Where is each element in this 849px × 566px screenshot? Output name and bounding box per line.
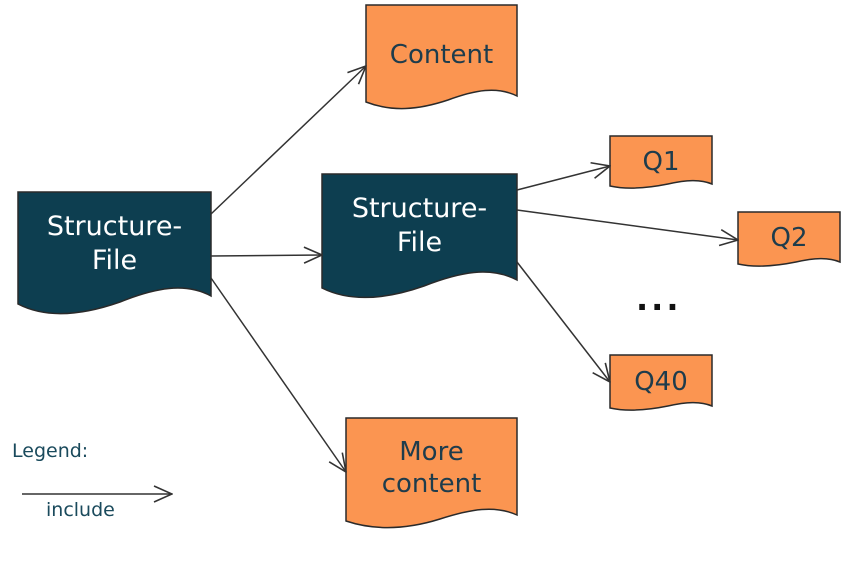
more-content-label: More content — [381, 436, 482, 500]
structure-file-child-label: Structure- File — [351, 193, 488, 258]
q2-doc-shape — [737, 211, 841, 267]
q40-doc-shape — [609, 354, 713, 411]
structure-file-main-label: Structure- File — [46, 211, 183, 276]
more-content-doc-shape — [345, 417, 518, 529]
q40-label: Q40 — [634, 366, 688, 397]
more-questions-ellipsis: ... — [636, 280, 682, 318]
content-label: Content — [389, 39, 494, 70]
q1-label: Q1 — [642, 146, 680, 177]
edge-child-to-q40 — [516, 261, 610, 382]
edge-main-to-content — [210, 66, 366, 215]
q2-label: Q2 — [770, 222, 808, 253]
edge-child-to-q2 — [516, 209, 738, 240]
edge-main-to-more-content — [210, 277, 346, 472]
structure-file-child-shape — [321, 173, 518, 299]
structure-file-main-shape — [17, 191, 212, 315]
edge-child-to-q1 — [516, 166, 610, 191]
q1-doc-shape — [609, 135, 713, 189]
content-doc-shape — [365, 4, 518, 110]
legend-title: Legend: — [12, 440, 89, 462]
legend-include-label: include — [46, 499, 115, 521]
edge-main-to-child — [210, 255, 322, 256]
